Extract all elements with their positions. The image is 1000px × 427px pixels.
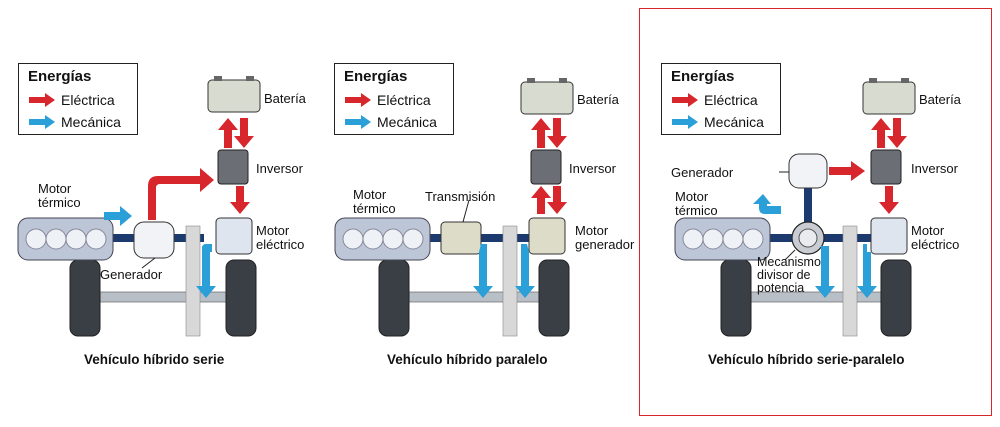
highlight-frame [639, 8, 992, 416]
inverter-label: Inversor [569, 161, 616, 176]
splitter-label: Mecanismo divisor de potencia [757, 255, 821, 295]
series-drawing [17, 76, 261, 337]
arrow-mechanical-engine [104, 206, 132, 226]
blue-arrow-icon [672, 115, 698, 129]
arrow-electric-motor [230, 186, 250, 214]
inverter-label: Inversor [911, 161, 958, 176]
red-arrow-icon [345, 93, 371, 107]
wheel-left [69, 259, 101, 337]
transmission-label: Transmisión [425, 189, 496, 204]
legend-electric: Eléctrica [61, 92, 115, 108]
engine-label: Motor térmico [353, 187, 396, 216]
generator-label: Generador [100, 267, 163, 282]
motor-label: Motor eléctrico [256, 223, 305, 252]
legend-title: Energías [671, 68, 735, 85]
legend-box: Energías Eléctrica Mecánica [334, 63, 454, 135]
motor-label: Motor generador [575, 223, 635, 252]
blue-arrow-icon [345, 115, 371, 129]
legend-box: Energías Eléctrica Mecánica [18, 63, 138, 135]
red-arrow-icon [672, 93, 698, 107]
diagram-panel-series-parallel: Energías Eléctrica Mecánica Batería Inve… [645, 0, 990, 427]
legend-mechanical: Mecánica [704, 114, 764, 130]
legend-title: Energías [28, 68, 92, 85]
inverter-label: Inversor [256, 161, 303, 176]
diagram-panel-parallel: Energías Eléctrica Mecánica Batería Inve… [317, 0, 650, 427]
engine-label: Motor térmico [675, 189, 718, 218]
arrow-mechanical-wheel [196, 244, 216, 298]
series-parallel-drawing [674, 78, 916, 337]
generator-unit [133, 221, 175, 259]
battery-label: Batería [919, 92, 961, 107]
generator-label: Generador [671, 165, 734, 180]
inverter-unit [217, 149, 249, 185]
arrow-electric-down [234, 118, 254, 148]
legend-box: Energías Eléctrica Mecánica [661, 63, 781, 135]
legend-electric: Eléctrica [704, 92, 758, 108]
battery-unit [207, 79, 261, 113]
wheel-right [225, 259, 257, 337]
motor-unit [215, 217, 253, 255]
engine-label: Motor térmico [38, 181, 81, 210]
blue-arrow-icon [29, 115, 55, 129]
battery-label: Batería [577, 92, 619, 107]
battery-label: Batería [264, 91, 306, 106]
legend-mechanical: Mecánica [61, 114, 121, 130]
caption: Vehículo híbrido paralelo [387, 352, 548, 367]
diagram-panel-series: Energías Eléctrica Mecánica Batería Inve… [0, 0, 333, 427]
caption: Vehículo híbrido serie [84, 352, 225, 367]
arrow-electric-generator [148, 168, 214, 220]
legend-electric: Eléctrica [377, 92, 431, 108]
parallel-drawing [334, 78, 574, 337]
caption: Vehículo híbrido serie-paralelo [708, 352, 905, 367]
gear-strip [185, 225, 201, 337]
motor-label: Motor eléctrico [911, 223, 960, 252]
red-arrow-icon [29, 93, 55, 107]
rear-axle [79, 291, 241, 303]
legend-mechanical: Mecánica [377, 114, 437, 130]
arrow-electric-up [218, 118, 238, 148]
legend-title: Energías [344, 68, 408, 85]
